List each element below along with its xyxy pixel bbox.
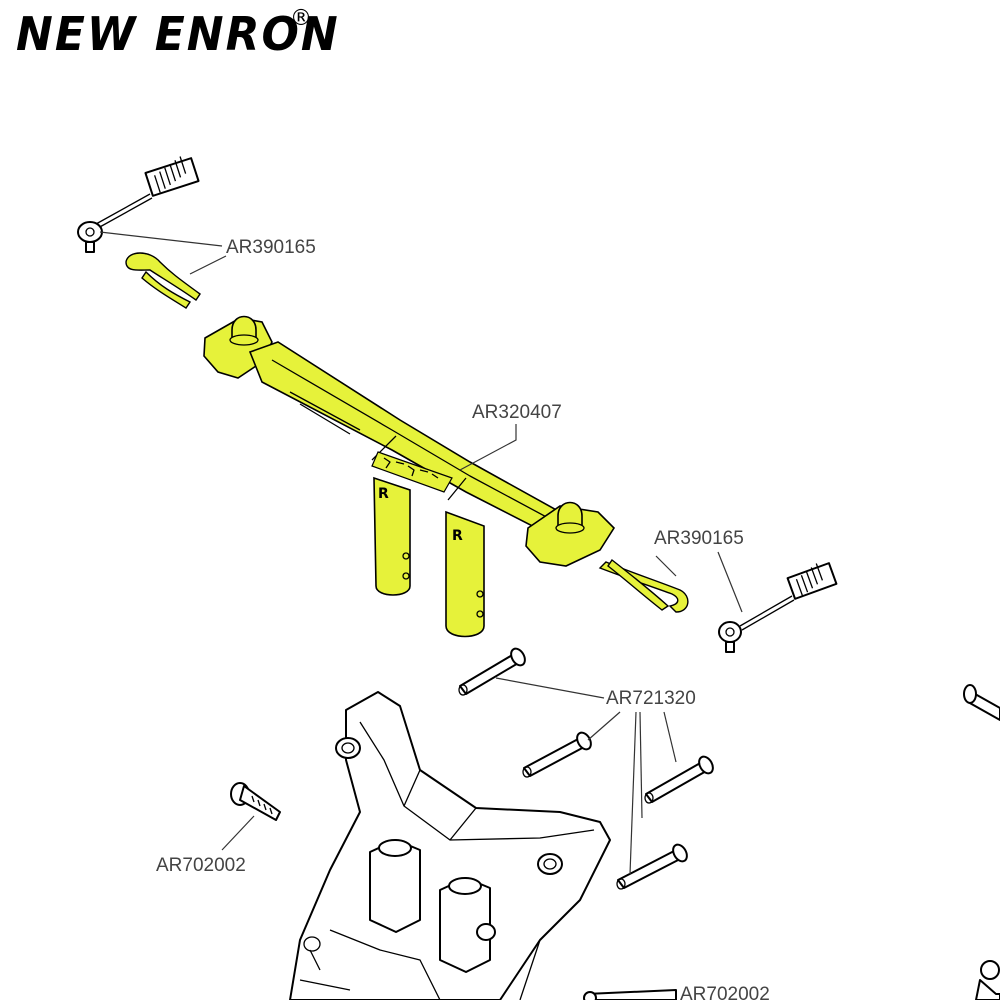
body-clip-connector-right bbox=[718, 562, 838, 653]
leader-lines bbox=[99, 231, 743, 875]
pin-4 bbox=[616, 843, 688, 890]
label-body-post-mount: AR320407 bbox=[472, 402, 562, 423]
screw-bottom bbox=[583, 989, 677, 1000]
label-body-clip-top: AR390165 bbox=[226, 237, 316, 258]
body-post-mount: R R bbox=[203, 315, 616, 638]
body-mount-frame bbox=[289, 691, 611, 1000]
body-clip-connector-top-left bbox=[77, 156, 200, 253]
label-body-clip-right: AR390165 bbox=[654, 528, 744, 549]
r-clip-right bbox=[598, 558, 689, 613]
svg-text:R: R bbox=[378, 486, 389, 502]
screw-right-partial bbox=[975, 960, 1000, 1000]
pin-2 bbox=[522, 731, 592, 778]
brand-logo-text: NEW ENRON bbox=[16, 8, 340, 62]
svg-text:R: R bbox=[452, 528, 463, 544]
pin-1 bbox=[458, 647, 526, 696]
screw-left bbox=[230, 782, 281, 821]
label-pin: AR721320 bbox=[606, 688, 696, 709]
pin-5-partial bbox=[963, 684, 1000, 721]
r-clip-top-left bbox=[125, 252, 201, 309]
pin-3 bbox=[644, 755, 714, 804]
label-screw-bottom: AR702002 bbox=[680, 984, 770, 1000]
label-screw-left: AR702002 bbox=[156, 855, 246, 876]
registered-mark: ® bbox=[290, 6, 312, 31]
